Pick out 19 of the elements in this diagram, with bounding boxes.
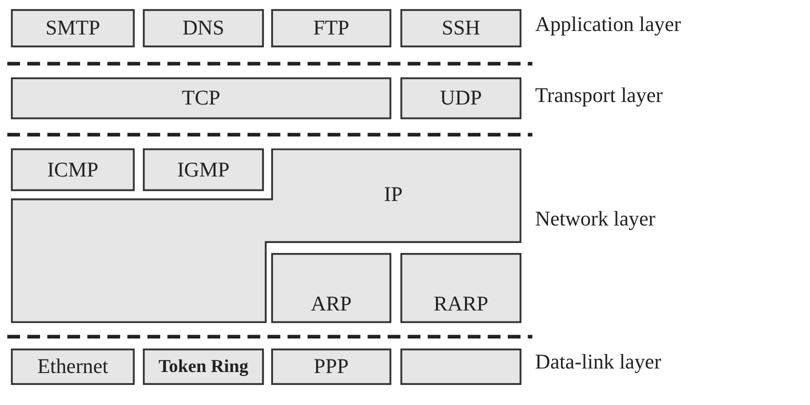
protocol-box: IGMP (142, 148, 264, 192)
layer-label: Transport layer (535, 84, 663, 108)
protocol-box: RARP (400, 252, 522, 324)
protocol-box: SSH (400, 9, 522, 48)
protocol-label: IP (384, 182, 403, 207)
layer-label: Application layer (535, 12, 681, 36)
layer-label: Data-link layer (535, 350, 662, 374)
protocol-box: SMTP (10, 9, 135, 48)
protocol-box: Token Ring (142, 348, 264, 385)
protocol-box: ICMP (10, 148, 135, 192)
protocol-box: TCP (10, 77, 392, 120)
layer-label: Network layer (535, 207, 656, 232)
protocol-box (400, 348, 522, 385)
protocol-box: UDP (400, 77, 522, 120)
protocol-box: Ethernet (10, 348, 135, 385)
protocol-box: PPP (271, 348, 392, 385)
protocol-box: DNS (142, 9, 264, 48)
protocol-box: FTP (271, 9, 392, 48)
protocol-box: ARP (271, 252, 392, 324)
